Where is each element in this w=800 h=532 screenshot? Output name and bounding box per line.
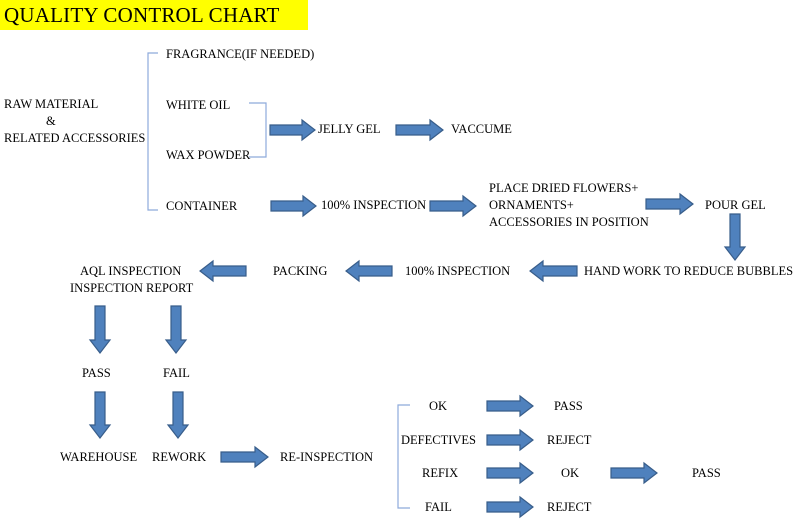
arrow-shape	[486, 428, 534, 452]
raw-material-ampersand: &	[46, 114, 56, 128]
arrow-down	[723, 213, 747, 261]
jelly-gel-label: JELLY GEL	[318, 122, 381, 136]
ornaments-label: ORNAMENTS+	[489, 198, 574, 212]
fail-outcome-label: FAIL	[425, 500, 452, 514]
arrow-right	[395, 118, 444, 142]
arrow-right	[486, 461, 534, 485]
bracket-oil-wax	[249, 102, 267, 158]
inspection-report-label: INSPECTION REPORT	[70, 281, 194, 295]
defectives-label: DEFECTIVES	[401, 433, 476, 447]
arrow-right	[610, 461, 658, 485]
arrow-shape	[166, 391, 190, 439]
arrow-down	[166, 391, 190, 439]
arrow-down	[88, 305, 112, 354]
ok-pass-label: PASS	[554, 399, 583, 413]
refix-label: REFIX	[422, 466, 459, 480]
re-inspection-label: RE-INSPECTION	[280, 450, 374, 464]
arrow-shape	[429, 194, 477, 218]
arrow-shape	[486, 394, 534, 418]
packing-label: PACKING	[273, 264, 328, 278]
arrow-shape	[270, 194, 317, 218]
rework-label: REWORK	[152, 450, 207, 464]
arrow-shape	[88, 305, 112, 354]
bracket-raw-materials	[147, 52, 158, 211]
arrow-shape	[486, 495, 534, 519]
raw-material-label: RAW MATERIAL	[4, 97, 99, 111]
arrow-shape	[529, 259, 578, 283]
arrow-down	[88, 391, 112, 439]
arrow-shape	[199, 259, 247, 283]
accessories-position-label: ACCESSORIES IN POSITION	[489, 215, 649, 229]
white-oil-label: WHITE OIL	[166, 98, 231, 112]
arrow-shape	[486, 461, 534, 485]
hand-work-label: HAND WORK TO REDUCE BUBBLES	[584, 264, 794, 278]
wax-powder-label: WAX POWDER	[166, 148, 251, 162]
arrow-right	[270, 194, 317, 218]
aql-inspection-label: AQL INSPECTION	[80, 264, 182, 278]
related-accessories-label: RELATED ACCESSORIES	[4, 131, 146, 145]
arrow-shape	[269, 118, 316, 142]
arrow-shape	[610, 461, 658, 485]
arrow-right	[486, 428, 534, 452]
arrow-shape	[645, 192, 694, 216]
vaccume-label: VACCUME	[451, 122, 512, 136]
warehouse-label: WAREHOUSE	[60, 450, 138, 464]
arrow-right	[645, 192, 694, 216]
arrow-right	[429, 194, 477, 218]
arrow-shape	[164, 305, 188, 354]
arrow-right	[220, 445, 269, 469]
fail-reject-label: REJECT	[547, 500, 592, 514]
title-banner: QUALITY CONTROL CHART	[0, 0, 308, 30]
arrow-shape	[395, 118, 444, 142]
pour-gel-label: POUR GEL	[705, 198, 766, 212]
container-label: CONTAINER	[166, 199, 238, 213]
chart-title: QUALITY CONTROL CHART	[4, 3, 280, 27]
bracket-reinspection	[397, 404, 410, 509]
arrow-left	[529, 259, 578, 283]
container-inspection-label: 100% INSPECTION	[321, 198, 427, 212]
place-flowers-label: PLACE DRIED FLOWERS+	[489, 181, 639, 195]
arrow-shape	[220, 445, 269, 469]
arrow-right	[269, 118, 316, 142]
pass-label: PASS	[82, 366, 111, 380]
refix-ok-label: OK	[561, 466, 580, 480]
ok-label: OK	[429, 399, 448, 413]
arrow-shape	[345, 259, 393, 283]
refix-pass-label: PASS	[692, 466, 721, 480]
arrow-right	[486, 394, 534, 418]
arrow-shape	[723, 213, 747, 261]
arrow-left	[199, 259, 247, 283]
arrow-down	[164, 305, 188, 354]
fragrance-label: FRAGRANCE(IF NEEDED)	[166, 47, 315, 61]
arrow-left	[345, 259, 393, 283]
defectives-reject-label: REJECT	[547, 433, 592, 447]
final-inspection-label: 100% INSPECTION	[405, 264, 511, 278]
arrow-shape	[88, 391, 112, 439]
fail-label: FAIL	[163, 366, 190, 380]
arrow-right	[486, 495, 534, 519]
